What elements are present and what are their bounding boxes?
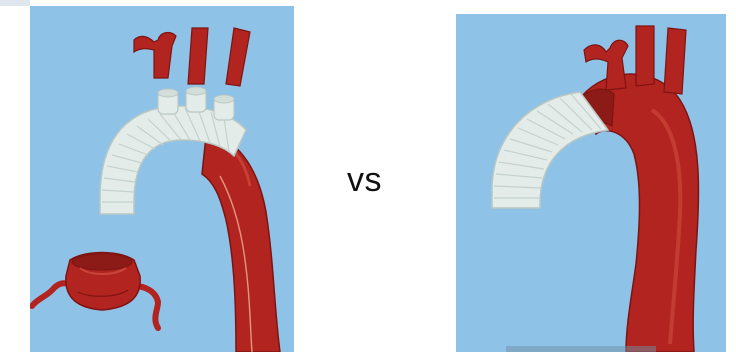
- left-aortic-root-remnant: [32, 253, 158, 329]
- left-descending-aorta: [202, 136, 280, 352]
- right-bottom-text-remnant: [506, 346, 656, 352]
- right-diagram-panel: [456, 14, 726, 352]
- left-aortic-arch-illustration: [30, 6, 294, 352]
- right-aortic-arch-illustration: [456, 14, 726, 352]
- right-ascending-graft: [492, 92, 608, 208]
- left-diagram-panel: [30, 6, 294, 352]
- comparison-vs-label: vs: [347, 160, 407, 200]
- top-left-corner-strip: [0, 0, 30, 6]
- left-detached-arch-branches: [134, 28, 250, 86]
